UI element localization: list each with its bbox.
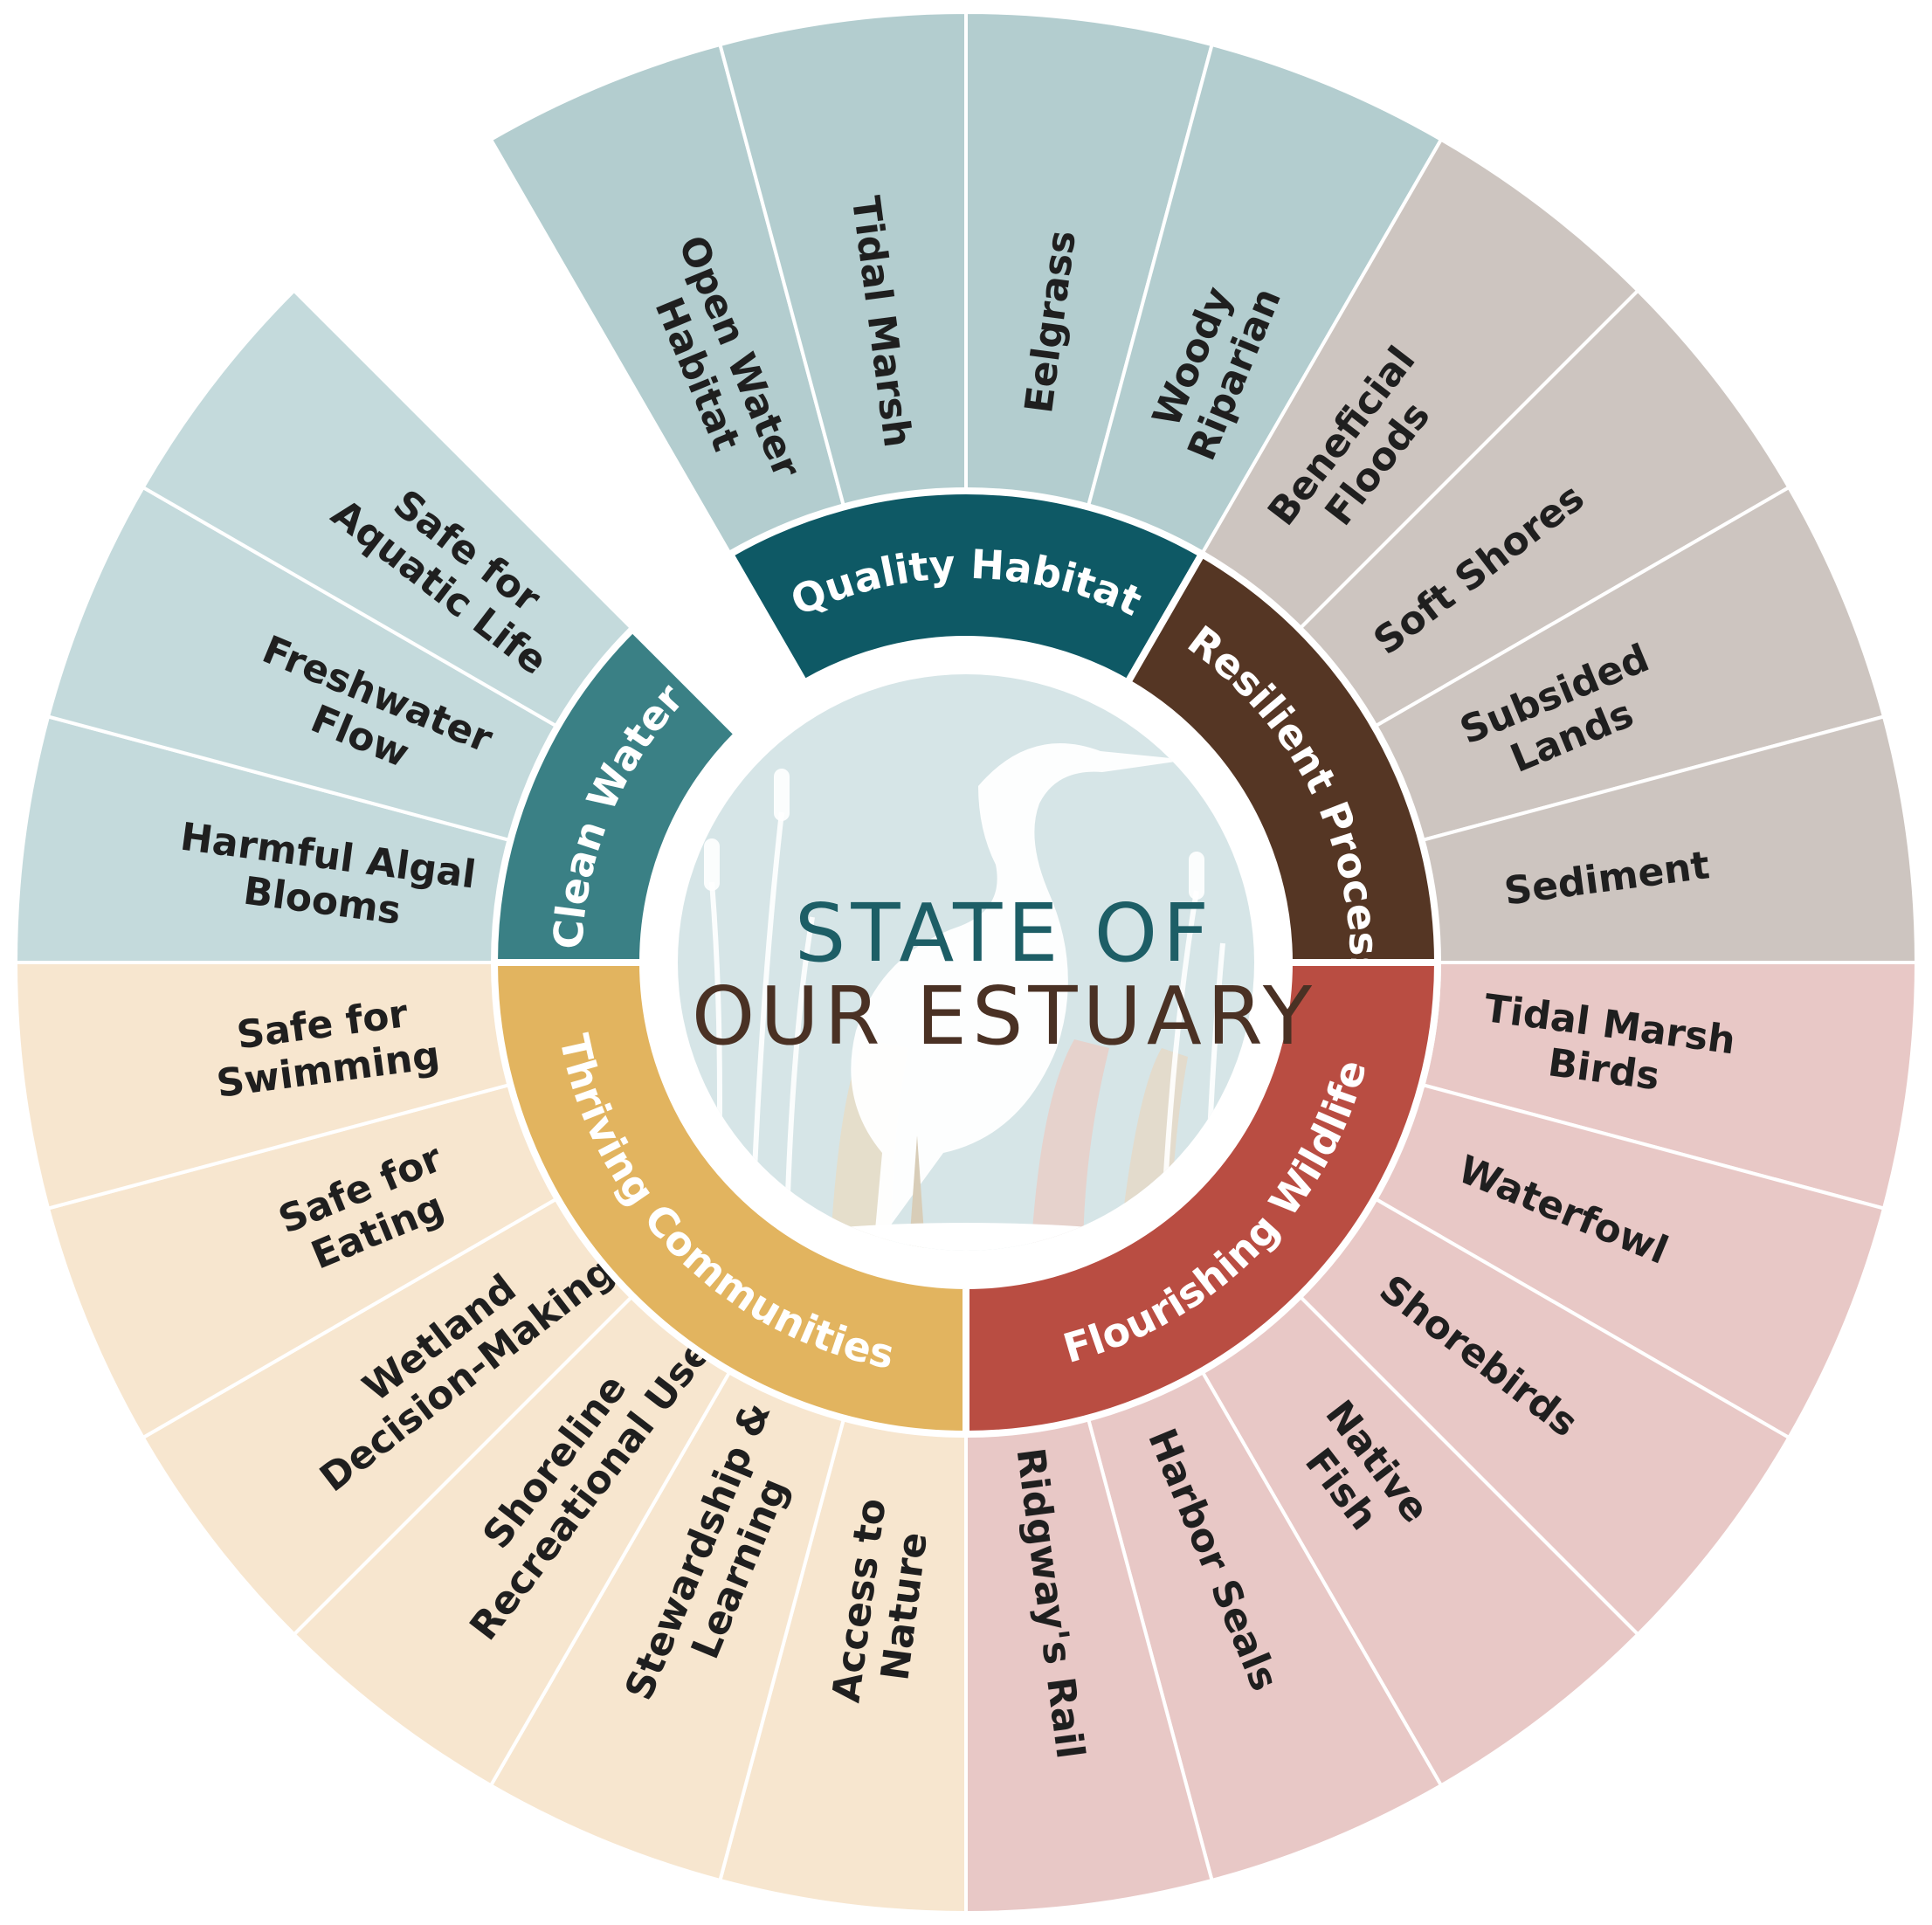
category-band-clean-water — [490, 624, 743, 966]
category-band-thriving-communities — [490, 959, 969, 1439]
category-band-flourishing-wildlife — [963, 959, 1442, 1439]
cattail-heads — [704, 769, 1204, 900]
center-artwork: STATE OF OUR ESTUARY — [678, 674, 1317, 1251]
cattail-head — [1189, 852, 1204, 900]
diagram-title-line1: STATE OF — [795, 887, 1214, 980]
heron-silhouette — [851, 743, 1188, 1249]
diagram-title-line2: OUR ESTUARY — [692, 969, 1317, 1063]
cattail-head — [704, 838, 720, 891]
cattail-head — [774, 769, 790, 821]
reed-shape — [1031, 1039, 1109, 1251]
category-band-quality-habitat — [725, 487, 1207, 688]
